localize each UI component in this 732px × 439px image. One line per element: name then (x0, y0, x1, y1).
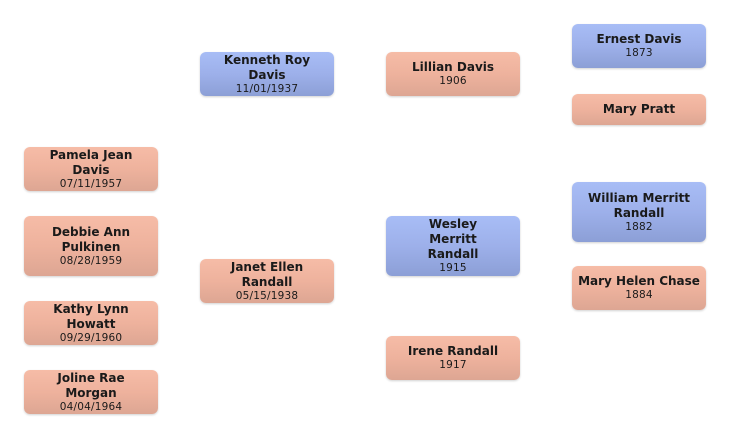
person-card-ernest-davis[interactable]: Ernest Davis 1873 (572, 24, 706, 68)
person-date: 1915 (439, 262, 467, 274)
person-name: Pamela Jean Davis (49, 147, 133, 177)
person-date: 1882 (625, 220, 653, 233)
person-date: 09/29/1960 (59, 331, 123, 344)
person-card-irene-randall[interactable]: Irene Randall 1917 (386, 336, 520, 380)
person-date: 1917 (439, 359, 467, 371)
person-name: Mary Helen Chase (578, 274, 700, 288)
person-card-wesley-merritt-randall[interactable]: Wesley Merritt Randall 1915 (386, 216, 520, 276)
person-name: Mary Pratt (602, 102, 676, 116)
person-card-mary-pratt[interactable]: Mary Pratt (572, 94, 706, 125)
person-date: 1884 (625, 289, 653, 301)
person-name: Kenneth Roy Davis (223, 52, 311, 82)
person-name: Kathy Lynn Howatt (53, 301, 129, 331)
person-name: Joline Rae Morgan (57, 370, 125, 400)
person-name: Janet Ellen Randall (230, 259, 304, 289)
person-date: 07/11/1957 (59, 177, 123, 190)
person-name: Wesley Merritt Randall (427, 217, 479, 261)
person-card-debbie-ann-pulkinen[interactable]: Debbie Ann Pulkinen 08/28/1959 (24, 216, 158, 276)
person-card-william-merritt-randall[interactable]: William Merritt Randall 1882 (572, 182, 706, 242)
person-date: 1873 (625, 47, 653, 59)
person-date: 11/01/1937 (235, 82, 299, 95)
person-date: 08/28/1959 (59, 254, 123, 267)
person-card-kathy-lynn-howatt[interactable]: Kathy Lynn Howatt 09/29/1960 (24, 301, 158, 345)
person-card-kenneth-roy-davis[interactable]: Kenneth Roy Davis 11/01/1937 (200, 52, 334, 96)
person-name: William Merritt Randall (588, 190, 690, 220)
person-date: 1906 (439, 75, 467, 87)
person-card-lillian-davis[interactable]: Lillian Davis 1906 (386, 52, 520, 96)
person-date: 04/04/1964 (59, 400, 123, 413)
person-card-janet-ellen-randall[interactable]: Janet Ellen Randall 05/15/1938 (200, 259, 334, 303)
person-name: Ernest Davis (596, 32, 682, 46)
person-name: Irene Randall (407, 344, 499, 358)
person-card-mary-helen-chase[interactable]: Mary Helen Chase 1884 (572, 266, 706, 310)
person-name: Lillian Davis (411, 60, 495, 74)
person-card-joline-rae-morgan[interactable]: Joline Rae Morgan 04/04/1964 (24, 370, 158, 414)
person-date: 05/15/1938 (235, 289, 299, 302)
person-name: Debbie Ann Pulkinen (51, 224, 131, 254)
person-card-pamela-jean-davis[interactable]: Pamela Jean Davis 07/11/1957 (24, 147, 158, 191)
